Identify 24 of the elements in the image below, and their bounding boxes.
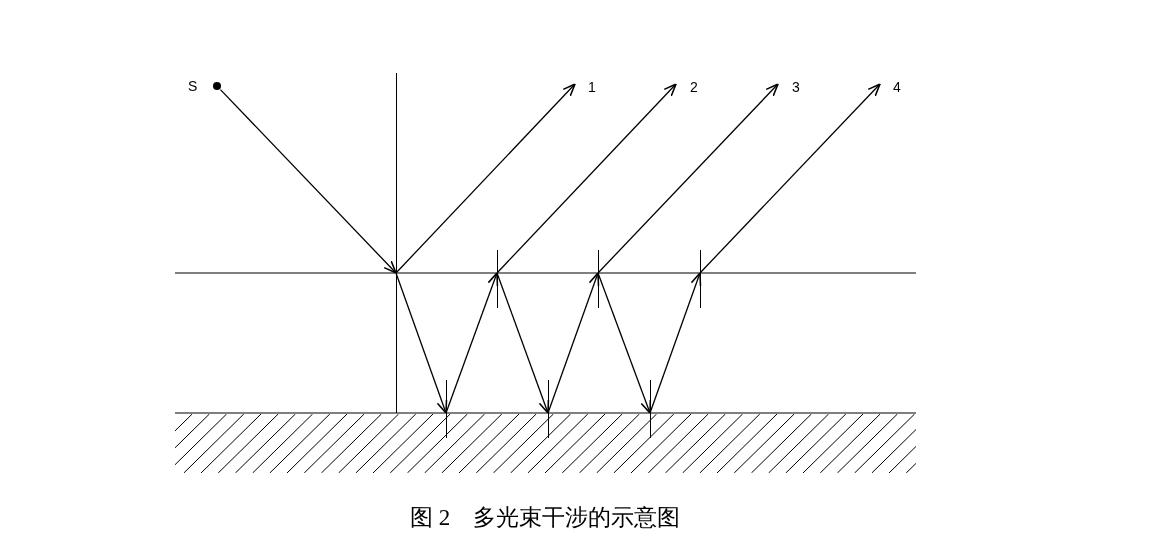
ray-arrow bbox=[395, 83, 576, 274]
ray-arrow bbox=[445, 272, 499, 414]
normal-line bbox=[699, 250, 701, 308]
ray-arrow bbox=[597, 272, 652, 414]
ray-arrow bbox=[395, 272, 448, 414]
ray-number: 4 bbox=[893, 78, 901, 96]
normal-line bbox=[597, 250, 599, 308]
ray-number: 3 bbox=[792, 78, 800, 96]
normal-line bbox=[395, 73, 397, 413]
source-label: S bbox=[188, 77, 198, 95]
normal-line bbox=[547, 380, 549, 438]
normal-line bbox=[649, 380, 651, 438]
ray-number: 1 bbox=[588, 78, 596, 96]
ray-arrow bbox=[496, 272, 550, 414]
caption: 图 2 多光束干涉的示意图 bbox=[409, 505, 681, 530]
ray-arrow bbox=[649, 272, 702, 414]
ray-arrow bbox=[597, 83, 779, 274]
ray-number: 2 bbox=[690, 78, 698, 96]
ray-arrow bbox=[547, 272, 600, 414]
ray-arrow bbox=[219, 88, 397, 274]
normal-line bbox=[496, 250, 498, 308]
ray-arrow bbox=[496, 83, 677, 274]
normal-line bbox=[445, 380, 447, 438]
ray-arrow bbox=[699, 83, 881, 274]
